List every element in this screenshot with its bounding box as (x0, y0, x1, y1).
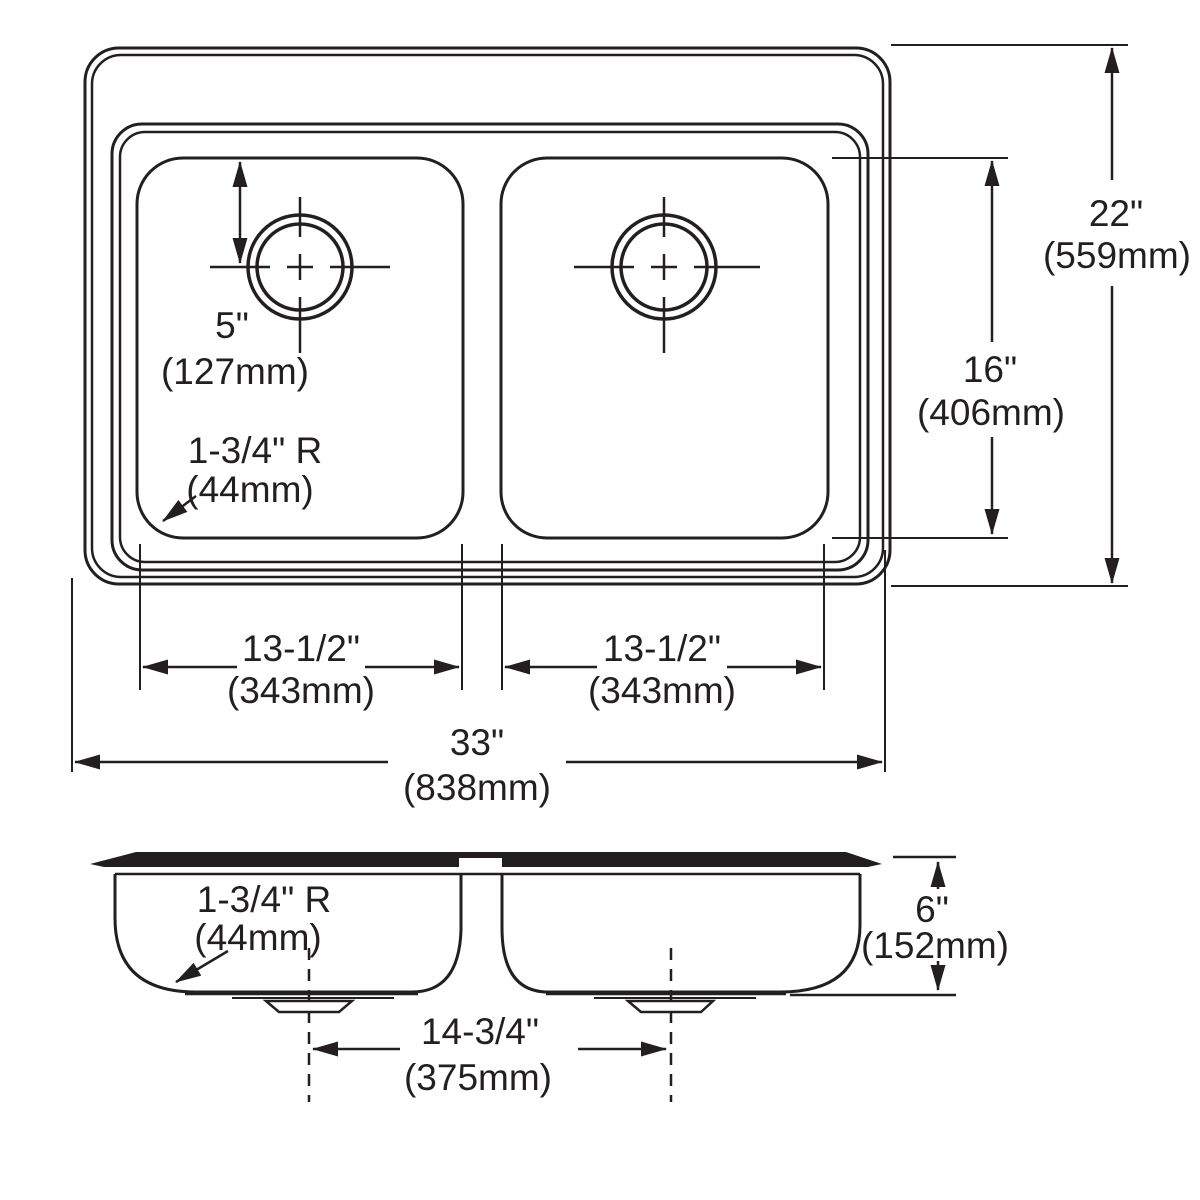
dim-bowl-depth-metric: (152mm) (861, 925, 1009, 966)
outer-rim-inner-line (90, 53, 885, 579)
dim-plan-radius-metric: (44mm) (186, 469, 313, 510)
right-bowl-outline (499, 156, 830, 540)
top-view: 5" (127mm) 1-3/4" R (44mm) 13-1/2" (343m… (71, 44, 1191, 808)
right-drain-crosshair (574, 197, 760, 353)
rim-bar-center (459, 852, 502, 858)
dim-overall-depth-inches: 22" (1089, 193, 1143, 234)
dim-bowl-front-to-back-metric: (406mm) (917, 392, 1065, 433)
dim-drain-offset-metric: (127mm) (161, 351, 309, 392)
dim-drain-offset-inches: 5" (215, 305, 249, 346)
dim-overall-length-inches: 33" (450, 722, 504, 763)
rim-bar-right (502, 852, 882, 867)
rim-bar-left (90, 852, 459, 867)
dim-overall-length-metric: (838mm) (403, 767, 551, 808)
section-radius-leader-arrow (175, 949, 229, 984)
dim-drain-spacing-metric: (375mm) (404, 1057, 552, 1098)
dim-left-bowl-width-metric: (343mm) (227, 670, 375, 711)
left-drain-crosshair (210, 197, 390, 353)
dim-plan-radius-inches: 1-3/4" R (188, 430, 322, 471)
dim-bowl-depth-inches: 6" (915, 889, 949, 930)
left-drain (210, 197, 390, 353)
dim-section-radius-metric: (44mm) (194, 917, 321, 958)
dim-section-radius-inches: 1-3/4" R (197, 879, 331, 920)
right-drain-flange (624, 999, 717, 1014)
dim-left-bowl-width-inches: 13-1/2" (242, 628, 360, 669)
dim-right-bowl-width-inches: 13-1/2" (603, 628, 721, 669)
right-bowl-profile (500, 874, 862, 994)
extension-lines (71, 44, 1128, 772)
deck-outline (110, 122, 870, 572)
plan-radius-leader-arrow (162, 495, 197, 522)
deck-inner-line (118, 130, 862, 564)
dim-drain-spacing-inches: 14-3/4" (421, 1011, 539, 1052)
right-drain (574, 197, 760, 353)
section-view: 1-3/4" R (44mm) 6" (152mm) 14-3/4" (375m… (90, 852, 1009, 1102)
left-drain-flange (262, 999, 356, 1014)
dim-bowl-front-to-back-inches: 16" (963, 349, 1017, 390)
dim-right-bowl-width-metric: (343mm) (588, 670, 736, 711)
left-bowl-outline (135, 156, 465, 540)
outer-rim-outline (83, 46, 892, 586)
dim-overall-depth-metric: (559mm) (1043, 235, 1191, 276)
